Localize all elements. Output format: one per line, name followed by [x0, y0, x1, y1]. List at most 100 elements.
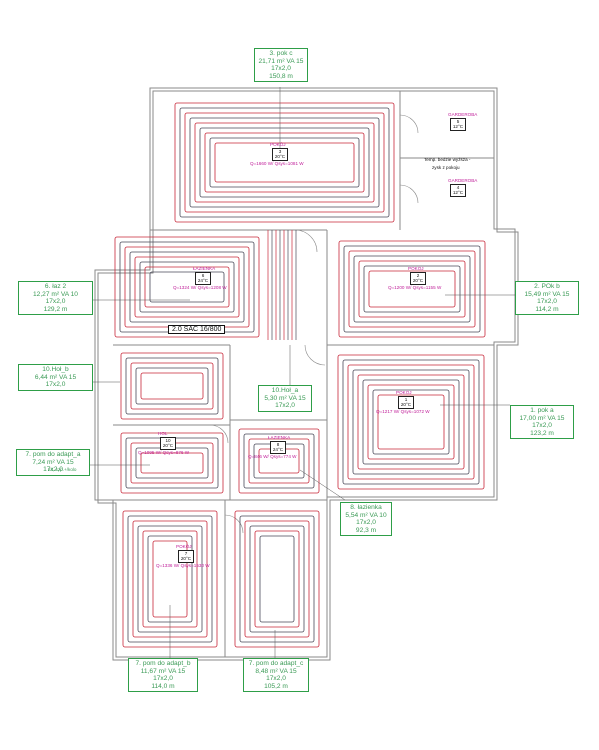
room-temperature: 20°C	[162, 443, 174, 449]
pipe-loop	[238, 428, 320, 494]
pipe-loop	[353, 255, 471, 323]
pipe-loop	[363, 265, 461, 313]
room-heat-load: Q=846 W/ Qsys=774 W	[248, 454, 297, 459]
pipe-loop	[209, 137, 360, 188]
label-line: 6,44 m² VA 15	[34, 373, 77, 381]
pipe-loop	[144, 266, 230, 308]
room-number: 3	[278, 149, 282, 154]
pipe-loop	[135, 367, 209, 405]
label-line: 7. pom do adapt_b	[135, 660, 191, 667]
label-line: 17x2,0	[45, 381, 66, 389]
pipe-loop	[367, 384, 455, 460]
pipe-loop	[337, 354, 485, 490]
label-line: 8. łazienka	[350, 504, 382, 511]
label-line: 17x2,0	[275, 402, 295, 410]
label-line: 7,24 m² VA 15	[32, 458, 74, 466]
label-line: 17x2,0	[271, 65, 291, 73]
pipe-loop	[358, 260, 466, 318]
pipe-loop	[120, 432, 224, 494]
label-line: 21,71 m² VA 15	[258, 57, 304, 65]
label-line: 17x2,0	[153, 675, 173, 683]
label-line: 17x2,0	[356, 519, 376, 527]
label-line: 10.Hoł_b	[42, 366, 69, 373]
pipe-loop	[125, 357, 219, 415]
room-temperature: 24°C	[197, 278, 209, 284]
room-heat-load: Q=1095 W/ Qsys=876 W	[138, 450, 190, 455]
label-line: 1. pok a	[530, 407, 554, 414]
pipe-loop	[259, 535, 295, 623]
pipe-loop	[179, 107, 390, 218]
room-name: GARDEROBA	[448, 112, 478, 117]
pipe-loop	[338, 240, 486, 338]
pipe-loop	[194, 122, 375, 203]
label-line: 12,27 m² VA 10	[33, 290, 78, 298]
label-line: 7. pom do adapt_c	[248, 660, 304, 667]
label-line: 3. pok c	[269, 50, 293, 57]
room-name: HOL	[158, 431, 168, 436]
pipe-loop	[362, 379, 460, 465]
label-line: 105,2 m	[264, 682, 288, 690]
pipe-loop	[149, 271, 225, 303]
note-line-2: zysk z pokoju	[432, 165, 460, 170]
pipe-loop	[120, 352, 224, 420]
room-temperature: 20°C	[274, 154, 286, 160]
room-number: 2	[416, 273, 420, 278]
pipe-loop	[372, 389, 450, 455]
label-line: 10.Hoł_a	[271, 387, 299, 394]
leader-lines	[90, 87, 515, 660]
label-line: 5,54 m² VA 10	[345, 511, 387, 519]
room-temperature: 12°C	[452, 124, 464, 130]
pipe-loop	[140, 452, 204, 474]
pipe-loop	[189, 117, 380, 208]
label-line: 11,67 m² VA 15	[140, 667, 186, 675]
room-number: 7	[184, 551, 188, 556]
room-number: 8	[276, 442, 280, 447]
pipe-loop	[243, 433, 315, 489]
room-temperature: 12°C	[452, 190, 464, 196]
pipe-loop	[199, 127, 370, 198]
room-number: 5	[456, 119, 460, 124]
pipe-loop	[130, 362, 214, 410]
room-temperature: 20°C	[180, 556, 192, 562]
label-line: 15,49 m² VA 15	[524, 290, 570, 298]
pipe-loop	[174, 102, 395, 223]
pipe-loop	[140, 372, 204, 400]
pipe-loop	[139, 261, 235, 313]
room-temperature: 20°C	[412, 278, 424, 284]
label-line: 8,48 m² VA 15	[255, 667, 297, 675]
label-line: 17x2,0	[537, 298, 557, 306]
room-name: ŁAZIENKA	[268, 435, 291, 440]
pipe-loop	[249, 525, 305, 633]
room-name: GARDEROBA	[448, 178, 478, 183]
room-heat-load: Q=1217 W/ Qsys=1072 W	[376, 409, 430, 414]
walls	[94, 87, 519, 661]
manifold-label: 2.0 SAC 16/800	[168, 325, 226, 334]
room-heat-load: Q=1200 W/ Qsys=1155 W	[388, 285, 442, 290]
room-name: POKÓJ	[396, 390, 412, 395]
room-name: POKÓJ	[408, 266, 424, 271]
label-line: 123,2 m	[530, 429, 554, 437]
label-line: 129,2 m	[43, 305, 68, 313]
pipe-loop	[368, 270, 456, 308]
sub-label: 24, szp.+/kolo	[48, 467, 77, 472]
pipe-loop	[204, 132, 365, 193]
doors	[209, 114, 419, 534]
room-temperature: 20°C	[400, 402, 412, 408]
label-line: 17,00 m² VA 15	[519, 414, 565, 422]
room-number: 6	[201, 273, 205, 278]
pipe-loop	[234, 510, 320, 648]
room-name: POKÓJ	[270, 142, 286, 147]
